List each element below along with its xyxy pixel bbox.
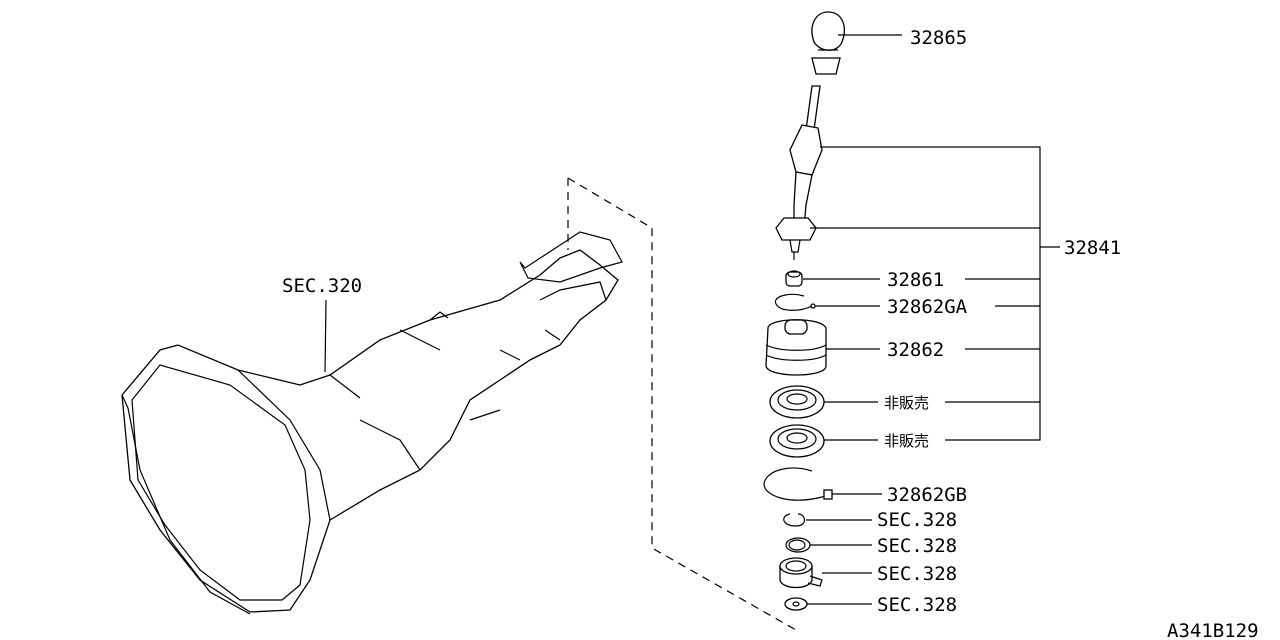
leader-lines [803, 34, 1060, 605]
shift-lever-drawing[interactable] [775, 85, 823, 260]
seal-lower-drawing[interactable] [769, 424, 825, 458]
seal-upper-drawing[interactable] [769, 385, 825, 419]
label-32862ga[interactable]: 32862GA [887, 296, 968, 318]
label-32862gb[interactable]: 32862GB [887, 484, 967, 506]
label-not-sold-lower: 非販売 [884, 432, 929, 450]
label-sec-328-snap-ring[interactable]: SEC.328 [877, 509, 957, 531]
washer-drawing[interactable] [784, 597, 808, 611]
label-32862[interactable]: 32862 [887, 339, 944, 361]
label-32841[interactable]: 32841 [1064, 237, 1121, 259]
bushing-drawing[interactable] [785, 270, 803, 287]
boot-drawing[interactable] [765, 319, 827, 376]
housing-drawing[interactable] [779, 557, 823, 589]
label-not-sold-upper: 非販売 [884, 394, 929, 412]
boot-band-drawing[interactable] [774, 293, 816, 311]
dashed-boundary [567, 177, 797, 631]
diagram-id-code: A341B129 [1167, 620, 1259, 640]
label-sec-328-ring[interactable]: SEC.328 [877, 535, 957, 557]
label-sec-320[interactable]: SEC.320 [282, 275, 362, 297]
label-sec-328-washer[interactable]: SEC.328 [877, 594, 957, 616]
label-32865[interactable]: 32865 [910, 27, 967, 49]
snap-ring-drawing[interactable] [783, 513, 806, 527]
shift-knob-drawing[interactable] [811, 11, 845, 75]
boot-band-lower-drawing[interactable] [763, 467, 833, 501]
transmission-drawing[interactable] [121, 231, 623, 615]
label-32861[interactable]: 32861 [887, 269, 944, 291]
ring-drawing[interactable] [785, 537, 811, 553]
label-sec-328-housing[interactable]: SEC.328 [877, 563, 957, 585]
